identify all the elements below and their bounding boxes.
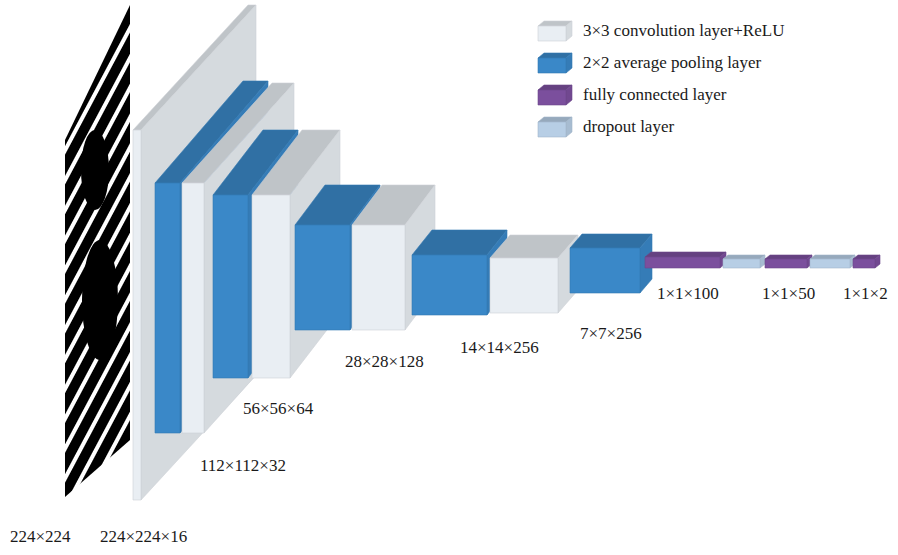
dimension-label: 224×224×16 xyxy=(100,527,187,547)
layer-block xyxy=(853,255,880,268)
dimension-label: 28×28×128 xyxy=(345,352,424,372)
block-face xyxy=(875,255,880,268)
block-face xyxy=(765,259,807,268)
block-face xyxy=(570,248,640,293)
legend-text: 2×2 average pooling layer xyxy=(583,53,761,73)
block-face xyxy=(723,255,765,259)
legend-row: dropout layer xyxy=(535,114,674,140)
block-face xyxy=(765,255,812,259)
block-face xyxy=(645,252,726,257)
swatch-face xyxy=(566,21,572,41)
block-face xyxy=(182,183,204,433)
legend-swatch xyxy=(535,114,575,140)
dimension-label: 1×1×50 xyxy=(762,284,815,304)
swatch-face xyxy=(538,122,566,137)
dimension-label: 1×1×100 xyxy=(657,284,719,304)
block-face xyxy=(141,5,256,500)
input-image-shade xyxy=(82,240,118,360)
layer-block xyxy=(570,234,652,293)
layer-block xyxy=(645,252,726,268)
swatch-face xyxy=(538,26,566,41)
dimension-label: 14×14×256 xyxy=(460,338,539,358)
legend-swatch xyxy=(535,18,575,44)
block-face xyxy=(252,195,290,378)
swatch-face xyxy=(538,90,566,105)
legend-row: fully connected layer xyxy=(535,82,727,108)
block-face xyxy=(213,195,248,378)
swatch-face xyxy=(538,58,566,73)
dimension-label: 112×112×32 xyxy=(200,456,286,476)
block-face xyxy=(760,255,765,268)
block-face xyxy=(723,259,760,268)
block-face xyxy=(133,130,141,500)
layer-block xyxy=(490,235,578,313)
dimension-label: 56×56×64 xyxy=(243,399,313,419)
dimension-label: 7×7×256 xyxy=(580,324,642,344)
swatch-face xyxy=(566,117,572,137)
layer-block xyxy=(133,5,256,500)
dimension-label: 1×1×2 xyxy=(843,284,888,304)
swatch-face xyxy=(566,85,572,105)
block-face xyxy=(352,225,405,330)
block-face xyxy=(645,257,720,268)
legend-row: 3×3 convolution layer+ReLU xyxy=(535,18,784,44)
legend-swatch xyxy=(535,82,575,108)
block-face xyxy=(570,234,652,248)
input-image-shade xyxy=(81,130,109,210)
legend-swatch xyxy=(535,50,575,76)
layer-block xyxy=(723,255,765,268)
dimension-label: 224×224 xyxy=(10,527,71,547)
block-face xyxy=(155,183,180,433)
block-face xyxy=(810,255,855,259)
legend-text: 3×3 convolution layer+ReLU xyxy=(583,21,784,41)
swatch-face xyxy=(566,53,572,73)
legend-text: dropout layer xyxy=(583,117,674,137)
legend-text: fully connected layer xyxy=(583,85,727,105)
block-face xyxy=(490,258,558,313)
input-image xyxy=(65,5,130,497)
layer-block xyxy=(810,255,855,268)
legend-row: 2×2 average pooling layer xyxy=(535,50,761,76)
block-face xyxy=(810,259,850,268)
block-face xyxy=(853,259,875,268)
block-face xyxy=(412,255,487,315)
layer-block xyxy=(765,255,812,268)
block-face xyxy=(295,225,350,330)
